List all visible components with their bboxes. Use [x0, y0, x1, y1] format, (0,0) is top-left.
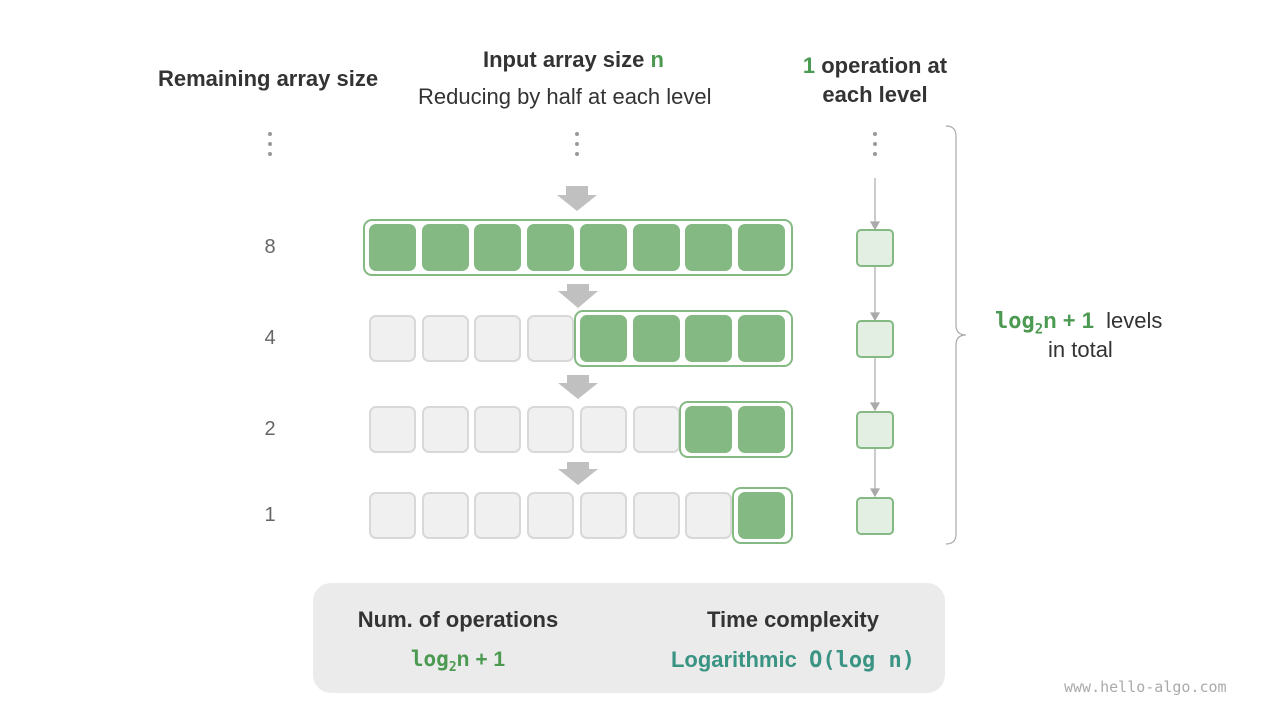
op-text: operation at	[815, 53, 948, 78]
active-cell	[474, 224, 522, 271]
levels-total: log2n + 1 levels	[995, 308, 1162, 337]
discarded-cell	[579, 406, 627, 453]
discarded-cell	[527, 315, 575, 362]
discarded-cell	[474, 315, 522, 362]
active-cell	[685, 406, 733, 453]
ops-log: log	[410, 647, 449, 671]
row-size-label: 8	[264, 236, 276, 258]
row-size-label: 4	[264, 327, 276, 349]
ellipsis-icon	[873, 132, 877, 162]
tc-expr: O(log n)	[809, 648, 916, 673]
ops-formula: log2n + 1	[313, 647, 603, 675]
ops-rest: n + 1	[456, 648, 506, 671]
active-cell	[685, 315, 733, 362]
active-cell	[632, 224, 680, 271]
discarded-cell	[369, 406, 416, 453]
discarded-cell	[369, 492, 416, 539]
active-cell	[421, 224, 469, 271]
ellipsis-icon	[575, 132, 579, 162]
search-range-outline	[573, 310, 793, 367]
search-range-outline	[731, 487, 793, 544]
discarded-cell	[421, 315, 469, 362]
op-text2: each level	[822, 82, 928, 107]
active-cell	[685, 224, 733, 271]
active-cell	[369, 224, 416, 271]
discarded-cell	[685, 492, 733, 539]
active-cell	[632, 315, 680, 362]
down-arrow-icon	[558, 284, 598, 308]
active-cell	[737, 406, 785, 453]
operation-box	[856, 229, 894, 267]
n-plus-one: n + 1	[1043, 308, 1094, 333]
discarded-cell	[632, 406, 680, 453]
row-size-label: 1	[264, 504, 276, 526]
discarded-cell	[579, 492, 627, 539]
down-arrow-icon	[557, 186, 597, 211]
down-arrow-icon	[558, 462, 598, 485]
operation-flow	[869, 178, 881, 498]
row-size-label: 2	[264, 418, 276, 440]
down-arrows	[557, 186, 598, 485]
discarded-cell	[474, 492, 522, 539]
operation-box	[856, 411, 894, 449]
remaining-size-header: Remaining array size	[158, 66, 379, 91]
brace-icon	[945, 125, 967, 545]
discarded-cell	[527, 406, 575, 453]
search-range-outline	[679, 401, 793, 458]
discarded-cell	[421, 492, 469, 539]
log-text: log	[995, 309, 1035, 334]
active-cell	[579, 315, 627, 362]
watermark: www.hello-algo.com	[1064, 678, 1227, 696]
ops-title: Num. of operations	[357, 607, 559, 632]
active-cell	[737, 315, 785, 362]
active-cell	[737, 492, 785, 539]
discarded-cell	[369, 315, 416, 362]
active-cell	[579, 224, 627, 271]
tc-word: Logarithmic	[670, 647, 797, 672]
discarded-cell	[421, 406, 469, 453]
tc-value: Logarithmic O(log n)	[653, 647, 933, 673]
tc-title: Time complexity	[707, 607, 879, 632]
levels-word: levels	[1106, 308, 1163, 333]
in-total: in total	[1048, 337, 1113, 362]
discarded-cell	[632, 492, 680, 539]
input-size-label: Input array size	[483, 47, 651, 72]
discarded-cell	[527, 492, 575, 539]
summary-panel: Num. of operations log2n + 1 Time comple…	[313, 583, 945, 693]
down-arrow-icon	[558, 375, 598, 399]
ops-base: 2	[448, 660, 457, 676]
search-range-outline	[363, 219, 793, 276]
operation-box	[856, 320, 894, 358]
operation-header: 1 operation at each level	[800, 51, 950, 109]
reducing-caption: Reducing by half at each level	[418, 84, 712, 109]
log-base: 2	[1034, 321, 1044, 338]
input-size-header: Input array size n	[483, 47, 664, 73]
discarded-cell	[474, 406, 522, 453]
ellipsis-icon	[268, 132, 272, 162]
operation-box	[856, 497, 894, 535]
op-count: 1	[802, 53, 816, 78]
n-label: n	[650, 47, 664, 72]
active-cell	[737, 224, 785, 271]
active-cell	[527, 224, 575, 271]
